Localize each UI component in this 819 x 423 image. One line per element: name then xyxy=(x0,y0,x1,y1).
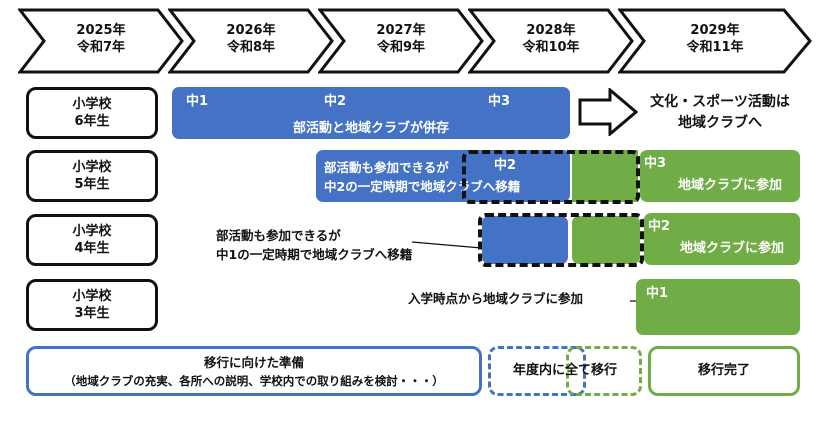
year-label: 2029年 xyxy=(690,23,740,38)
row5-green-bar: 中3 地域クラブに参加 xyxy=(640,150,800,202)
grade-school: 小学校 xyxy=(72,97,112,112)
era-label: 令和11年 xyxy=(686,40,744,55)
row6-tag-2: 中2 xyxy=(324,94,347,109)
grade-school: 小学校 xyxy=(72,224,112,239)
row6-tag-3: 中3 xyxy=(488,94,511,109)
era-label: 令和9年 xyxy=(376,40,426,55)
row5-note: 部活動も参加できるが 中2の一定時期で地域クラブへ移籍 xyxy=(324,158,520,196)
grade-year: 4年生 xyxy=(74,241,110,256)
row6-arrow xyxy=(578,86,639,138)
grade-year: 3年生 xyxy=(74,306,110,321)
row5-tag-2: 中2 xyxy=(494,158,517,173)
row4-note-line1: 部活動も参加できるが xyxy=(216,228,341,243)
row5-blue-bar: 部活動も参加できるが 中2の一定時期で地域クラブへ移籍 中2 xyxy=(316,150,570,202)
row5-note-line1: 部活動も参加できるが xyxy=(324,160,449,175)
row6-bar-text: 部活動と地域クラブが併存 xyxy=(292,121,449,136)
row6-result-line1: 文化・スポーツ活動は xyxy=(650,94,790,110)
preparation-title: 移行に向けた準備 xyxy=(203,355,304,370)
row4-green-bar: 中2 地域クラブに参加 xyxy=(644,213,800,265)
row5-note-line2: 中2の一定時期で地域クラブへ移籍 xyxy=(324,179,521,194)
era-label: 令和10年 xyxy=(522,40,580,55)
completion-text: 移行完了 xyxy=(697,363,750,378)
row5-transition-dashed xyxy=(462,150,640,204)
row5-tag-3: 中3 xyxy=(644,156,667,171)
row6-result-text: 文化・スポーツ活動は 地域クラブへ xyxy=(640,92,800,134)
grade-school: 小学校 xyxy=(72,289,112,304)
year-label: 2026年 xyxy=(226,23,276,38)
timeline-arrow-2027: 2027年令和9年 xyxy=(318,8,484,74)
row4-blue-bar xyxy=(482,216,568,264)
era-label: 令和7年 xyxy=(76,40,126,55)
year-label: 2028年 xyxy=(526,23,576,38)
grade-school: 小学校 xyxy=(72,160,112,175)
transition-box-green xyxy=(566,346,642,396)
row3-green-bar: 中1 xyxy=(636,279,800,335)
preparation-box: 移行に向けた準備 （地域クラブの充実、各所への説明、学校内での取り組みを検討・・… xyxy=(26,346,482,396)
row6-tag-1: 中1 xyxy=(186,94,209,109)
grade-box-3: 小学校 3年生 xyxy=(26,279,158,331)
timeline-arrow-2029: 2029年令和11年 xyxy=(618,8,812,74)
year-label: 2027年 xyxy=(376,23,426,38)
timeline-arrow-2026: 2026年令和8年 xyxy=(168,8,334,74)
completion-box: 移行完了 xyxy=(648,346,800,396)
row4-tag-2: 中2 xyxy=(648,219,671,234)
timeline-arrow-2028: 2028年令和10年 xyxy=(468,8,634,74)
row6-coexist-bar: 中1 中2 中3 部活動と地域クラブが併存 xyxy=(172,87,570,139)
row4-note-line2: 中1の一定時期で地域クラブへ移籍 xyxy=(216,247,413,262)
row5-green-overlap xyxy=(572,150,638,202)
row5-green-text: 地域クラブに参加 xyxy=(677,178,782,193)
grade-box-5: 小学校 5年生 xyxy=(26,150,158,202)
row4-green-text: 地域クラブに参加 xyxy=(679,241,784,256)
row4-note: 部活動も参加できるが 中1の一定時期で地域クラブへ移籍 xyxy=(216,226,476,264)
row4-transition-dashed xyxy=(478,213,644,267)
transition-box-blue xyxy=(488,346,586,396)
row3-note: 入学時点から地域クラブに参加 xyxy=(408,291,584,306)
grade-year: 5年生 xyxy=(74,177,110,192)
grade-box-4: 小学校 4年生 xyxy=(26,214,158,266)
grade-box-6: 小学校 6年生 xyxy=(26,87,158,139)
era-label: 令和8年 xyxy=(226,40,276,55)
row6-result-line2: 地域クラブへ xyxy=(678,115,762,131)
row4-green-overlap xyxy=(572,216,640,264)
timeline-arrow-2025: 2025年令和7年 xyxy=(18,8,184,74)
year-label: 2025年 xyxy=(76,23,126,38)
preparation-detail: （地域クラブの充実、各所への説明、学校内での取り組みを検討・・・） xyxy=(64,374,444,388)
grade-year: 6年生 xyxy=(74,114,110,129)
row3-tag-1: 中1 xyxy=(646,286,669,301)
transition-text: 年度内に全て移行 xyxy=(512,363,617,378)
